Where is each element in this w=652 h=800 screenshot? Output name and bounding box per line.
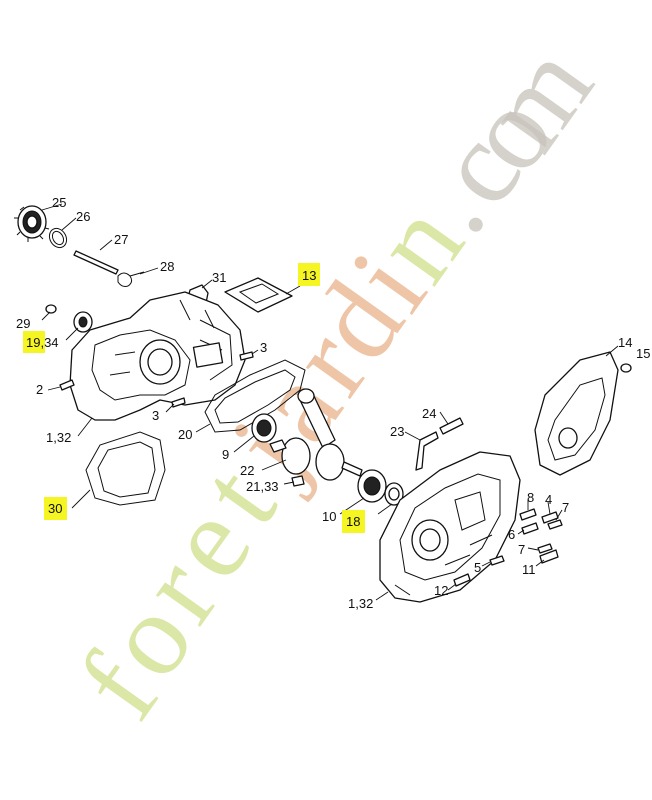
callout-4[interactable]: 4: [545, 492, 552, 507]
part-13-plate[interactable]: [224, 277, 293, 313]
callout-1-32-left[interactable]: 1,32: [46, 430, 71, 445]
part-7-stud-a[interactable]: [547, 519, 563, 530]
part-1-32-crankcase-left[interactable]: [69, 291, 246, 421]
highlight-19: [23, 331, 45, 353]
highlight-18: [342, 510, 365, 533]
callout-14[interactable]: 14: [618, 335, 632, 350]
part-9-bearing[interactable]: [251, 413, 277, 443]
highlight-30: [44, 497, 67, 520]
part-26-ring[interactable]: [46, 225, 70, 250]
callout-7-b[interactable]: 7: [518, 542, 525, 557]
part-18-seal[interactable]: [384, 482, 404, 506]
callout-12[interactable]: 12: [434, 583, 448, 598]
part-27-pin[interactable]: [73, 250, 119, 275]
callout-6[interactable]: 6: [508, 527, 515, 542]
part-4-stud[interactable]: [541, 511, 559, 524]
callout-5[interactable]: 5: [474, 560, 481, 575]
part-24-screw[interactable]: [439, 417, 464, 435]
part-21-33-key[interactable]: [291, 475, 305, 487]
part-23-bracket[interactable]: [415, 431, 439, 471]
part-11-stud[interactable]: [539, 549, 559, 564]
part-5-stud[interactable]: [489, 555, 505, 566]
part-28-clip[interactable]: [117, 271, 145, 287]
callout-29[interactable]: 29: [16, 316, 30, 331]
callout-25[interactable]: 25: [52, 195, 66, 210]
highlight-13: [298, 263, 320, 286]
part-25-sprocket[interactable]: [14, 205, 50, 242]
callout-28[interactable]: 28: [160, 259, 174, 274]
callout-8[interactable]: 8: [527, 490, 534, 505]
part-6-stud[interactable]: [521, 522, 539, 535]
part-1-32-crankcase-right[interactable]: [379, 451, 521, 603]
callout-2[interactable]: 2: [36, 382, 43, 397]
callout-31[interactable]: 31: [212, 270, 226, 285]
callout-20[interactable]: 20: [178, 427, 192, 442]
callout-7-a[interactable]: 7: [562, 500, 569, 515]
callout-23[interactable]: 23: [390, 424, 404, 439]
callout-21-33[interactable]: 21,33: [246, 479, 279, 494]
callout-18[interactable]: 18: [346, 514, 360, 529]
callout-24[interactable]: 24: [422, 406, 436, 421]
callout-11[interactable]: 11: [522, 562, 536, 577]
callout-1-32-right[interactable]: 1,32: [348, 596, 373, 611]
part-10-bearing[interactable]: [357, 469, 387, 503]
part-2-stud[interactable]: [59, 379, 75, 391]
part-7-stud-b[interactable]: [537, 543, 553, 554]
callout-15[interactable]: 15: [636, 346, 650, 361]
callout-10[interactable]: 10: [322, 509, 336, 524]
callout-19-34[interactable]: 19,34: [26, 335, 59, 350]
part-15-screw[interactable]: [620, 363, 632, 373]
callout-3-b[interactable]: 3: [152, 408, 159, 423]
part-3-pin-a[interactable]: [239, 351, 254, 361]
part-19-34-seal[interactable]: [73, 311, 93, 333]
part-30-gasket[interactable]: [85, 431, 166, 506]
callout-3-a[interactable]: 3: [260, 340, 267, 355]
part-14-cover[interactable]: [534, 351, 619, 476]
callout-13[interactable]: 13: [302, 268, 316, 283]
callout-27[interactable]: 27: [114, 232, 128, 247]
callout-9[interactable]: 9: [222, 447, 229, 462]
callout-22[interactable]: 22: [240, 463, 254, 478]
part-8-stud[interactable]: [519, 508, 537, 521]
callout-26[interactable]: 26: [76, 209, 90, 224]
part-20-gasket[interactable]: [204, 359, 306, 433]
callout-30[interactable]: 30: [48, 501, 62, 516]
part-29-screw[interactable]: [45, 304, 57, 314]
part-22-crankshaft[interactable]: [269, 388, 363, 481]
